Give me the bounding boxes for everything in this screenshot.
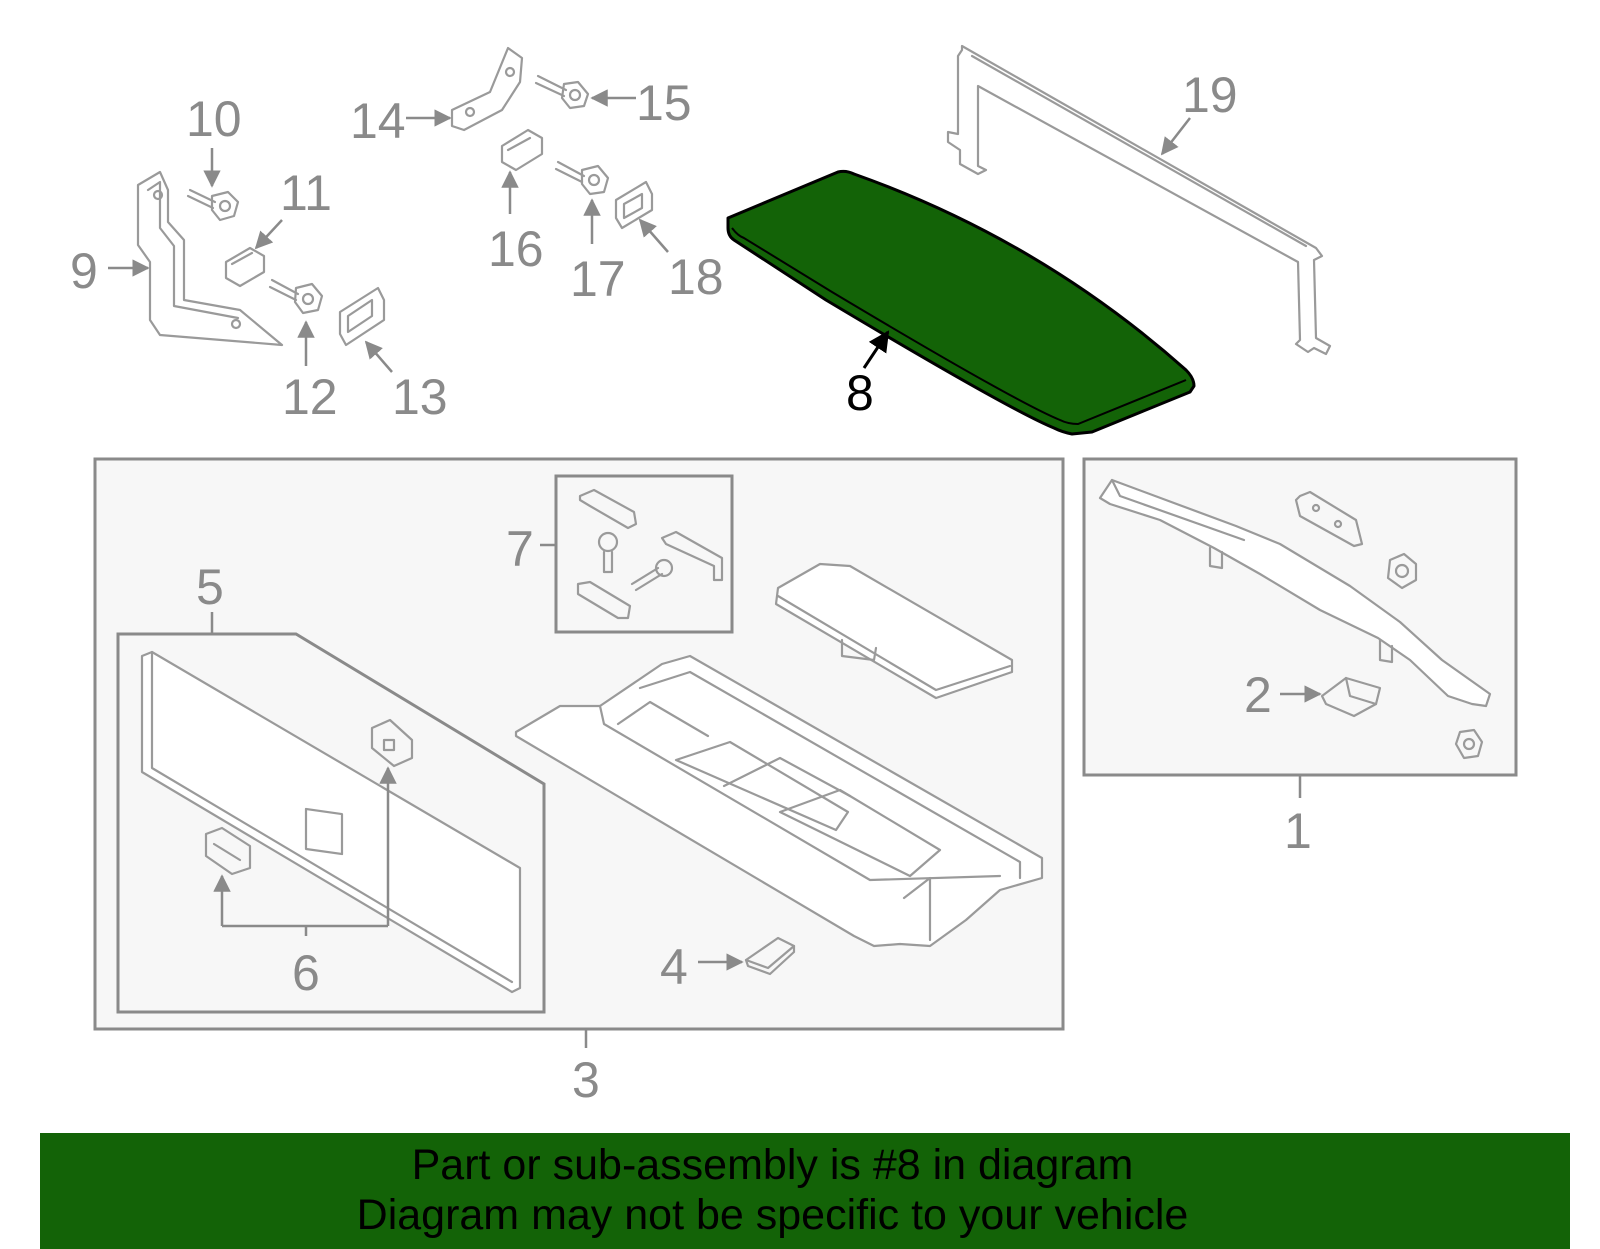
callout-2: 2 <box>1244 667 1272 723</box>
part-3-cover[interactable] <box>774 562 1014 700</box>
part-5-panel[interactable] <box>140 650 522 994</box>
callout-16: 16 <box>488 221 544 277</box>
part-13-clip[interactable] <box>338 286 386 347</box>
callout-9: 9 <box>70 243 98 299</box>
part-8-panel-highlighted[interactable] <box>726 169 1196 436</box>
callout-15: 15 <box>636 75 692 131</box>
callout-11: 11 <box>280 165 332 221</box>
part-1-trim[interactable] <box>1098 478 1492 760</box>
callout-4: 4 <box>660 939 688 995</box>
callout-1: 1 <box>1284 803 1312 859</box>
callout-12: 12 <box>282 369 338 425</box>
leader-8 <box>862 330 890 369</box>
part-11-clip[interactable] <box>224 246 266 288</box>
callout-3: 3 <box>572 1052 600 1108</box>
part-7-hardware[interactable] <box>576 488 724 620</box>
part-17-bolt[interactable] <box>554 160 610 196</box>
callout-18: 18 <box>668 249 724 305</box>
callout-17: 17 <box>570 251 626 307</box>
callout-7: 7 <box>506 521 534 577</box>
callout-13: 13 <box>392 369 448 425</box>
part-2-pad[interactable] <box>1320 676 1382 718</box>
part-6-clip-upper[interactable] <box>370 718 414 768</box>
callout-8: 8 <box>846 365 874 421</box>
part-16-clip[interactable] <box>500 128 544 172</box>
callout-6: 6 <box>292 945 320 1001</box>
part-14-bracket[interactable] <box>450 46 524 132</box>
callout-10: 10 <box>186 91 242 147</box>
part-3-tray[interactable] <box>514 654 1044 948</box>
part-6-clip-lower[interactable] <box>204 826 252 876</box>
part-9-bracket[interactable] <box>136 170 284 347</box>
callout-19: 19 <box>1182 67 1238 123</box>
callout-14: 14 <box>350 93 406 149</box>
part-15-bolt[interactable] <box>534 74 590 110</box>
leader-11 <box>254 219 283 250</box>
part-18-clip[interactable] <box>614 180 654 230</box>
banner-line-1: Part or sub-assembly is #8 in diagram <box>411 1141 1134 1189</box>
leader-19 <box>1160 117 1191 156</box>
info-banner: Part or sub-assembly is #8 in diagram Di… <box>40 1133 1570 1249</box>
banner-line-2: Diagram may not be specific to your vehi… <box>356 1191 1189 1239</box>
part-19-panel[interactable] <box>946 44 1332 356</box>
part-4-pad[interactable] <box>744 936 796 976</box>
part-12-bolt[interactable] <box>268 278 324 315</box>
leader-6-bar <box>222 924 388 936</box>
leader-13 <box>364 340 393 373</box>
leader-18 <box>638 218 669 253</box>
part-10-bolt[interactable] <box>186 188 240 222</box>
sub-assembly-7-box <box>554 474 734 634</box>
callout-5: 5 <box>196 559 224 615</box>
